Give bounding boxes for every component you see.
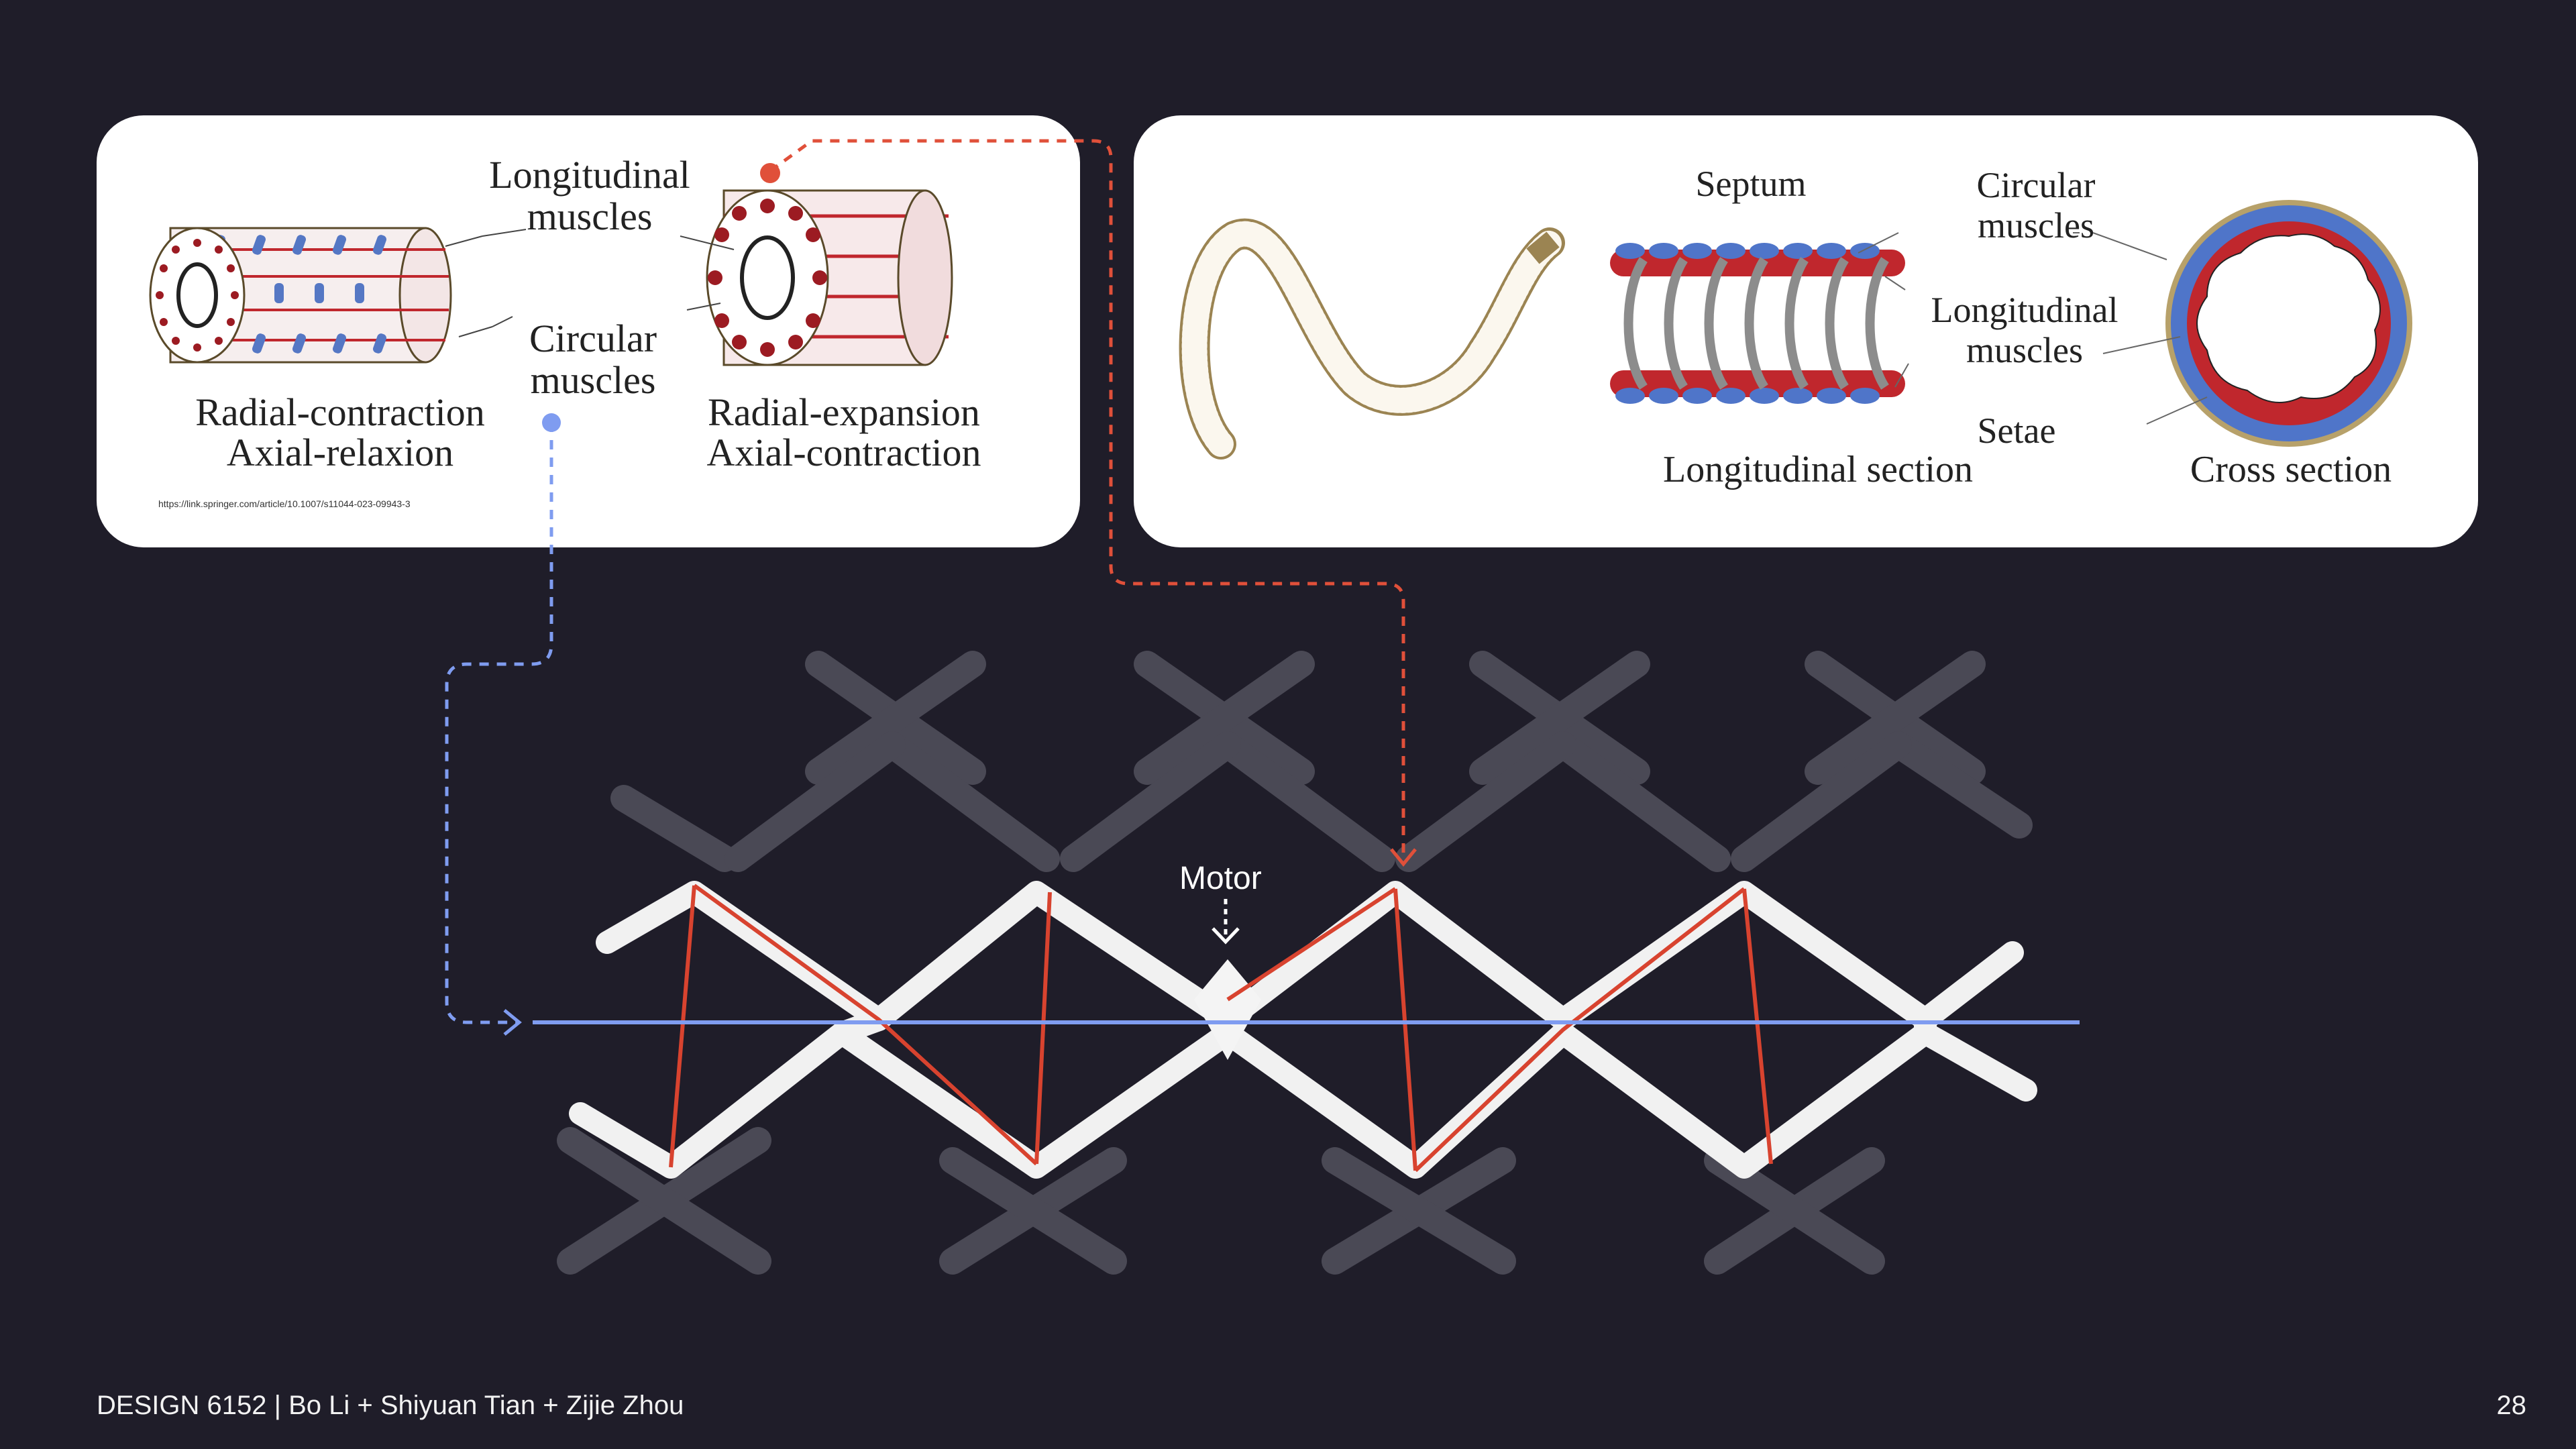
label-circular-muscles-2: muscles — [1978, 205, 2094, 246]
white-lattice — [569, 881, 2037, 1179]
caption-radial-contraction: Radial-contraction — [195, 390, 485, 434]
cross-section — [2165, 200, 2412, 447]
motor-arrowhead — [1212, 927, 1240, 945]
label-longitudinal-muscles: Longitudinal — [489, 153, 690, 197]
earthworm-illustration — [1179, 218, 1565, 460]
label-longitudinal-muscles-2: muscles — [527, 195, 653, 238]
label-circular-muscles: Circular — [1977, 165, 2096, 205]
page-number: 28 — [2496, 1391, 2527, 1420]
label-setae: Setae — [1978, 411, 2056, 451]
red-marker — [760, 163, 780, 183]
muscle-diagram: Longitudinal muscles Circular muscles Ra… — [149, 153, 981, 509]
longitudinal-section — [1610, 243, 1905, 404]
earthworm-anatomy-card: Septum Circular muscles Longitudinal mus… — [1134, 115, 2478, 547]
tendon-lines — [669, 883, 1773, 1173]
motor-label: Motor — [1179, 861, 1262, 896]
expanded-cylinder — [706, 189, 953, 366]
label-longitudinal-muscles-2: muscles — [1966, 330, 2083, 370]
blue-marker — [542, 413, 561, 432]
label-circular-muscles-2: muscles — [531, 358, 656, 402]
caption-radial-expansion: Radial-expansion — [708, 390, 980, 434]
caption-longitudinal-section: Longitudinal section — [1663, 449, 1973, 490]
motor-block — [1194, 959, 1261, 1060]
red-arrowhead — [1390, 848, 1417, 867]
label-septum: Septum — [1695, 164, 1806, 204]
source-link[interactable]: https://link.springer.com/article/10.100… — [158, 498, 411, 509]
label-circular-muscles: Circular — [529, 317, 657, 360]
earthworm-diagram: Septum Circular muscles Longitudinal mus… — [1179, 164, 2412, 490]
contracted-cylinder — [149, 227, 452, 364]
caption-axial-relaxion: Axial-relaxion — [227, 431, 453, 474]
footer-credits: DESIGN 6152 | Bo Li + Shiyuan Tian + Zij… — [97, 1391, 684, 1420]
caption-cross-section: Cross section — [2190, 449, 2392, 490]
label-longitudinal-muscles: Longitudinal — [1931, 290, 2118, 330]
red-connector — [769, 139, 1405, 859]
blue-connector — [445, 423, 553, 1024]
caption-axial-contraction: Axial-contraction — [706, 431, 981, 474]
blue-arrowhead — [503, 1009, 522, 1036]
muscle-diagram-card: Longitudinal muscles Circular muscles Ra… — [97, 115, 1080, 547]
